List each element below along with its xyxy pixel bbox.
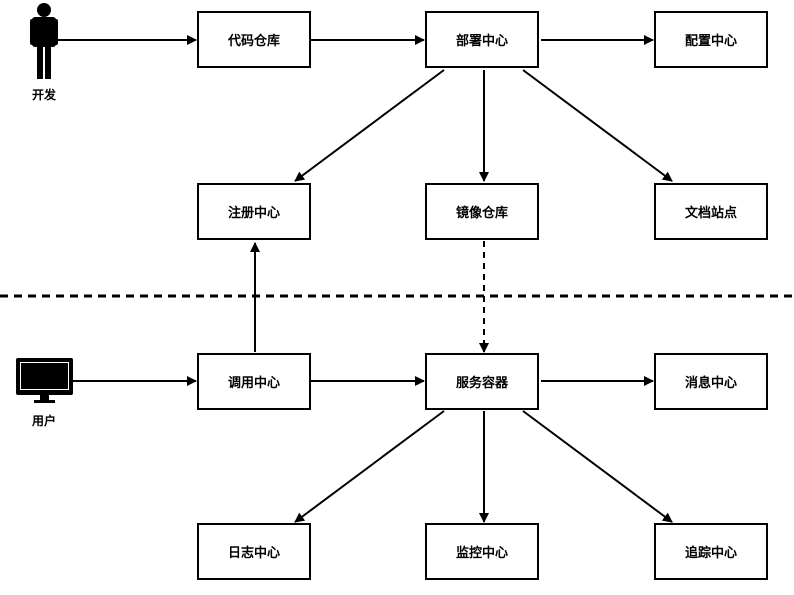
node-log-center: 日志中心 (197, 523, 311, 580)
edge-deploy-to-registry (294, 69, 445, 182)
monitor-icon (16, 358, 73, 403)
node-code-repo: 代码仓库 (197, 11, 311, 68)
edge-service-to-trace (522, 410, 673, 523)
edge-deploy-to-docs (522, 69, 673, 182)
user-label: 用户 (31, 414, 56, 428)
edge-service-to-log (294, 410, 445, 523)
node-message-center: 消息中心 (654, 353, 768, 410)
node-image-repo: 镜像仓库 (425, 183, 539, 240)
developer-label: 开发 (31, 88, 56, 102)
node-service-container: 服务容器 (425, 353, 539, 410)
person-icon (30, 3, 58, 79)
node-registry-center: 注册中心 (197, 183, 311, 240)
edges (58, 35, 673, 523)
node-trace-center: 追踪中心 (654, 523, 768, 580)
node-config-center: 配置中心 (654, 11, 768, 68)
node-deploy-center: 部署中心 (425, 11, 539, 68)
node-monitor-center: 监控中心 (425, 523, 539, 580)
node-invoke-center: 调用中心 (197, 353, 311, 410)
node-docs-site: 文档站点 (654, 183, 768, 240)
